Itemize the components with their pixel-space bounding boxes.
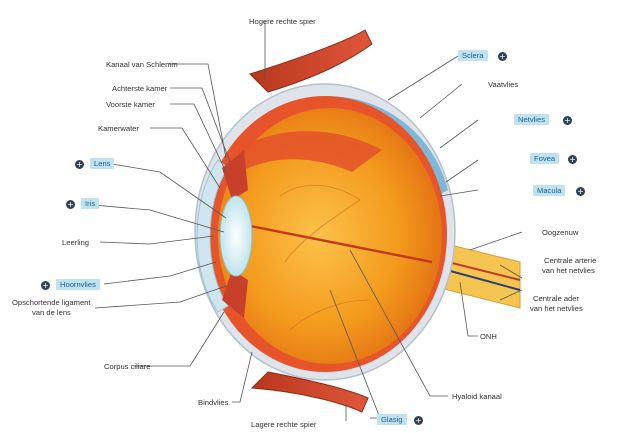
label-leerling: Leerling [62,238,89,247]
lens-shape [220,196,252,276]
info-button-macula[interactable]: + [576,187,585,196]
label-netvlies[interactable]: Netvlies [514,114,549,125]
label-kanaal-van-schlemm: Kanaal van Schlemm [106,60,178,69]
label-lagere-rechte-spier: Lagere rechte spier [251,420,316,429]
label-glasig[interactable]: Glasig [377,414,407,425]
info-button-glasig[interactable]: + [414,416,423,425]
label-hoornvlies[interactable]: Hoornvlies [56,279,100,290]
label-centrale-ader-line1: Centrale ader [533,294,579,303]
info-button-lens[interactable]: + [75,160,84,169]
label-centrale-arterie-line1: Centrale arterie [544,256,596,265]
label-vaatvlies: Vaatvlies [488,80,518,89]
label-bindvlies: Bindvlies [198,398,228,407]
label-macula[interactable]: Macula [533,185,565,196]
label-kamerwater: Kamerwater [98,124,139,133]
label-hogere-rechte-spier: Hogere rechte spier [249,17,316,26]
info-button-sclera[interactable]: + [498,52,507,61]
label-centrale-arterie-line2: van het netvlies [542,266,595,275]
label-voorste-kamer: Voorste kamer [106,100,155,109]
label-opschortende-ligament-line2: van de lens [32,308,71,317]
label-onh: ONH [480,332,497,341]
label-centrale-ader-line2: van het netvlies [530,304,583,313]
label-oogzenuw: Oogzenuw [542,228,578,237]
label-sclera[interactable]: Sclera [458,50,488,61]
info-button-iris[interactable]: + [66,200,75,209]
superior-rectus-muscle [250,30,372,92]
label-lens[interactable]: Lens [90,158,114,169]
label-hyaloid-kanaal: Hyaloid kanaal [452,392,502,401]
info-button-netvlies[interactable]: + [563,116,572,125]
label-corpus-ciliare: Corpus ciliare [104,362,150,371]
info-button-hoornvlies[interactable]: + [41,281,50,290]
label-fovea[interactable]: Fovea [530,153,559,164]
label-opschortende-ligament-line1: Opschortende ligament [12,298,91,307]
label-iris[interactable]: Iris [81,198,99,209]
info-button-fovea[interactable]: + [568,155,577,164]
label-achterste-kamer: Achterste kamer [112,84,167,93]
